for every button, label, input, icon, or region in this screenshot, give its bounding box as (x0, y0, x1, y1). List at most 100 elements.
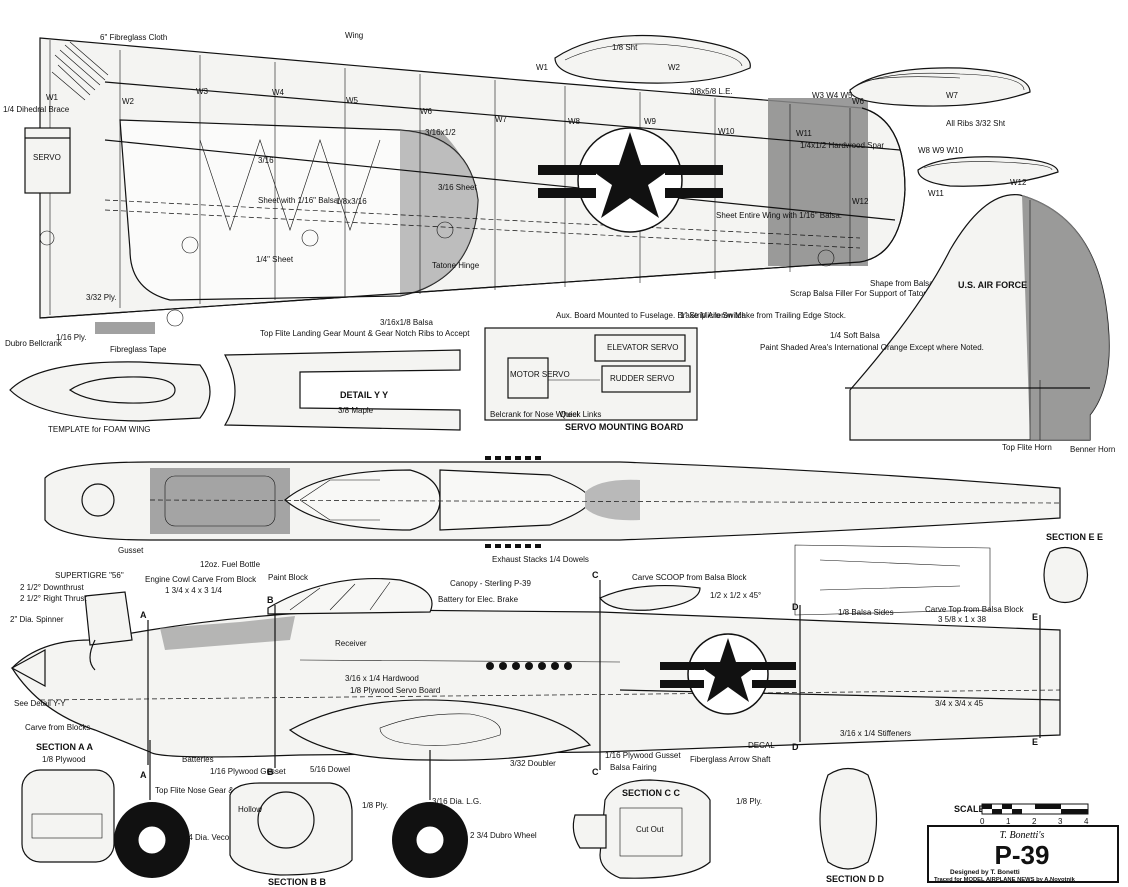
us-air-force-text: U.S. AIR FORCE (958, 280, 1027, 290)
carve-top-label: Carve Top from Balsa Block (925, 605, 1025, 614)
hardwood-label: 3/16 x 1/4 Hardwood (345, 674, 419, 683)
fuselage-top-view: Gusset 12oz. Fuel Bottle Paint Block Exh… (44, 456, 1061, 582)
rib-label-w11: W11 (796, 129, 812, 138)
dubro-wheel-label: 2 3/4 Dubro Wheel (470, 831, 537, 840)
scale-label: SCALE (954, 804, 985, 814)
doubler-label: 3/32 Doubler (510, 759, 556, 768)
station-e-bottom: E (1032, 737, 1038, 747)
rib-w3-w5-label: W3 W4 W5 (812, 91, 853, 100)
balsa-3-16x1-8-label: 3/16x1/8 Balsa (380, 318, 433, 327)
section-bb-hollow-label: Hollow (238, 805, 262, 814)
downthrust-label: 2 1/2° Downthrust (20, 583, 84, 592)
spinner-label: 2" Dia. Spinner (10, 615, 64, 624)
section-cc-cutout-label: Cut Out (636, 825, 664, 834)
benner-horn-label: Benner Horn (1070, 445, 1115, 454)
servo-mounting-board: Aux. Board Mounted to Fuselage. Brake Mi… (484, 311, 746, 432)
scale-tick-3: 3 (1058, 817, 1063, 826)
hardwood-spar-label: 1/4x1/2 Hardwood Spar (800, 141, 884, 150)
traced-by: Traced for MODEL AIRPLANE NEWS by A.Novo… (934, 877, 1076, 883)
carve-blocks-label: Carve from Blocks (25, 723, 90, 732)
stiffeners-label: 3/16 x 1/4 Stiffeners (840, 729, 911, 738)
sheet-entire-label: Sheet Entire Wing with 1/16" Balsa. (716, 211, 842, 220)
rib-w1-label: W1 (536, 63, 549, 72)
batteries-label: Batteries (182, 755, 214, 764)
section-aa: SECTION A A 1/8 Plywood (21, 742, 115, 863)
rib-w6-label: W6 (852, 97, 865, 106)
bellcrank-label: Dubro Bellcrank (5, 339, 63, 348)
rib-w8-w10-label: W8 W9 W10 (918, 146, 963, 155)
designer-signature: T. Bonetti's (1000, 830, 1045, 841)
rib-label-w1: W1 (46, 93, 59, 102)
station-e-top: E (1032, 612, 1038, 622)
gusset-ply-label: 1/16 Plywood Gusset (210, 767, 286, 776)
dim-3-16-label: 3/16 (258, 156, 274, 165)
detail-yy-label: DETAIL Y Y (340, 390, 388, 400)
cowl-dim-label: 1 3/4 x 4 x 3 1/4 (165, 586, 222, 595)
canopy-label: Canopy - Sterling P-39 (450, 579, 531, 588)
paint-block-label: Paint Block (268, 573, 309, 582)
foam-template-label: TEMPLATE for FOAM WING (48, 425, 151, 434)
scale-tick-2: 2 (1032, 817, 1037, 826)
elevator-servo-label: ELEVATOR SERVO (607, 343, 678, 352)
arrow-shaft-label: Fiberglass Arrow Shaft (690, 755, 771, 764)
scale-tick-1: 1 (1006, 817, 1011, 826)
section-bb-label: SECTION B B (268, 877, 327, 887)
lg-dia-label: 3/16 Dia. L.G. (432, 797, 481, 806)
engine-label: SUPERTIGRE "56" (55, 571, 124, 580)
landing-gear-note: Top Flite Landing Gear Mount & Gear Notc… (260, 329, 470, 338)
section-aa-label: SECTION A A (36, 742, 94, 752)
soft-balsa-label: 1/4 Soft Balsa (830, 331, 880, 340)
battery-brake-label: Battery for Elec. Brake (438, 595, 519, 604)
rib-label-w5: W5 (346, 96, 359, 105)
section-dd-label: SECTION D D (826, 874, 885, 884)
all-ribs-label: All Ribs 3/32 Sht (946, 119, 1006, 128)
right-thrust-label: 2 1/2° Right Thrust (20, 594, 87, 603)
fuselage-side-view: A B C D E A B C D E SUPERTIGRE "56" 2 1/… (10, 570, 1061, 842)
top-flite-horn-label: Top Flite Horn (1002, 443, 1052, 452)
model-name: P-39 (995, 840, 1050, 870)
balsa-sides-label: 1/8 Balsa Sides (838, 608, 894, 617)
nose-bellcrank-label: Belcrank for Nose Wheel (490, 410, 579, 419)
scale-tick-4: 4 (1084, 817, 1089, 826)
carve-top-dim-label: 3 5/8 x 1 x 38 (938, 615, 987, 624)
exhaust-stacks-label: Exhaust Stacks 1/4 Dowels (492, 555, 589, 564)
gusset-label: Gusset (118, 546, 144, 555)
motor-servo-label: MOTOR SERVO (510, 370, 570, 379)
station-d-top: D (792, 602, 799, 612)
wing-rib-sections: W1 W2 1/8 Sht W3 W4 W5 W6 W7 All Ribs 3/… (536, 34, 1059, 198)
ply-1-16-label: 1/16 Ply. (56, 333, 87, 342)
dim-1-8x3-16-label: 1/8x3/16 (336, 197, 367, 206)
dim-45-label: 1/2 x 1/2 x 45° (710, 591, 761, 600)
section-dd: SECTION D D (819, 767, 885, 884)
fiberglass-cloth-label: 6" Fibreglass Cloth (100, 33, 167, 42)
station-b-top: B (267, 595, 274, 605)
wing-plan-view: 6" Fibreglass Cloth Wing W1 W2 W3 W4 W5 … (3, 31, 959, 354)
fibreglass-tape-label: Fibreglass Tape (110, 345, 167, 354)
wing-roundel-star-insignia (538, 127, 723, 233)
rib-label-w3: W3 (196, 87, 209, 96)
rib-w7-label: W7 (946, 91, 959, 100)
aux-board-label: Aux. Board Mounted to Fuselage. Brake Mi… (556, 311, 746, 320)
servo-board-title: SERVO MOUNTING BOARD (565, 422, 684, 432)
ply-3-32-label: 3/32 Ply. (86, 293, 117, 302)
rib-w11-label: W11 (928, 189, 944, 198)
maple-label: 3/8 Maple (338, 406, 374, 415)
balsa-fairing-label: Balsa Fairing (610, 763, 657, 772)
station-c-bottom: C (592, 767, 599, 777)
decal-label: DECAL (748, 741, 775, 750)
brace-dim-label: 3/16x1/2 (425, 128, 456, 137)
scoop-label: Carve SCOOP from Balsa Block (632, 573, 748, 582)
quick-links-label: Quick Links (560, 410, 601, 419)
see-detail-label: See Detail Y-Y (14, 699, 66, 708)
vertical-tail: U.S. AIR FORCE 1/4 Soft Balsa Paint Shad… (760, 194, 1115, 454)
aileron-strip-label: 1" Strip Aileron Make from Trailing Edge… (680, 311, 846, 320)
rib-label-w12: W12 (852, 197, 869, 206)
dihedral-brace-label: 1/4 Dihedral Brace (3, 105, 70, 114)
section-aa-ply-label: 1/8 Plywood (42, 755, 86, 764)
rib-w12-label: W12 (1010, 178, 1027, 187)
station-a-bottom: A (140, 770, 147, 780)
title-block: SCALE 0 1 2 3 4 T. Bonetti's P-39 Design… (927, 803, 1119, 883)
gusset-1-16-label: 1/16 Plywood Gusset (605, 751, 681, 760)
section-ee: SECTION E E (1043, 532, 1103, 604)
rib-label-w6: W6 (420, 107, 433, 116)
